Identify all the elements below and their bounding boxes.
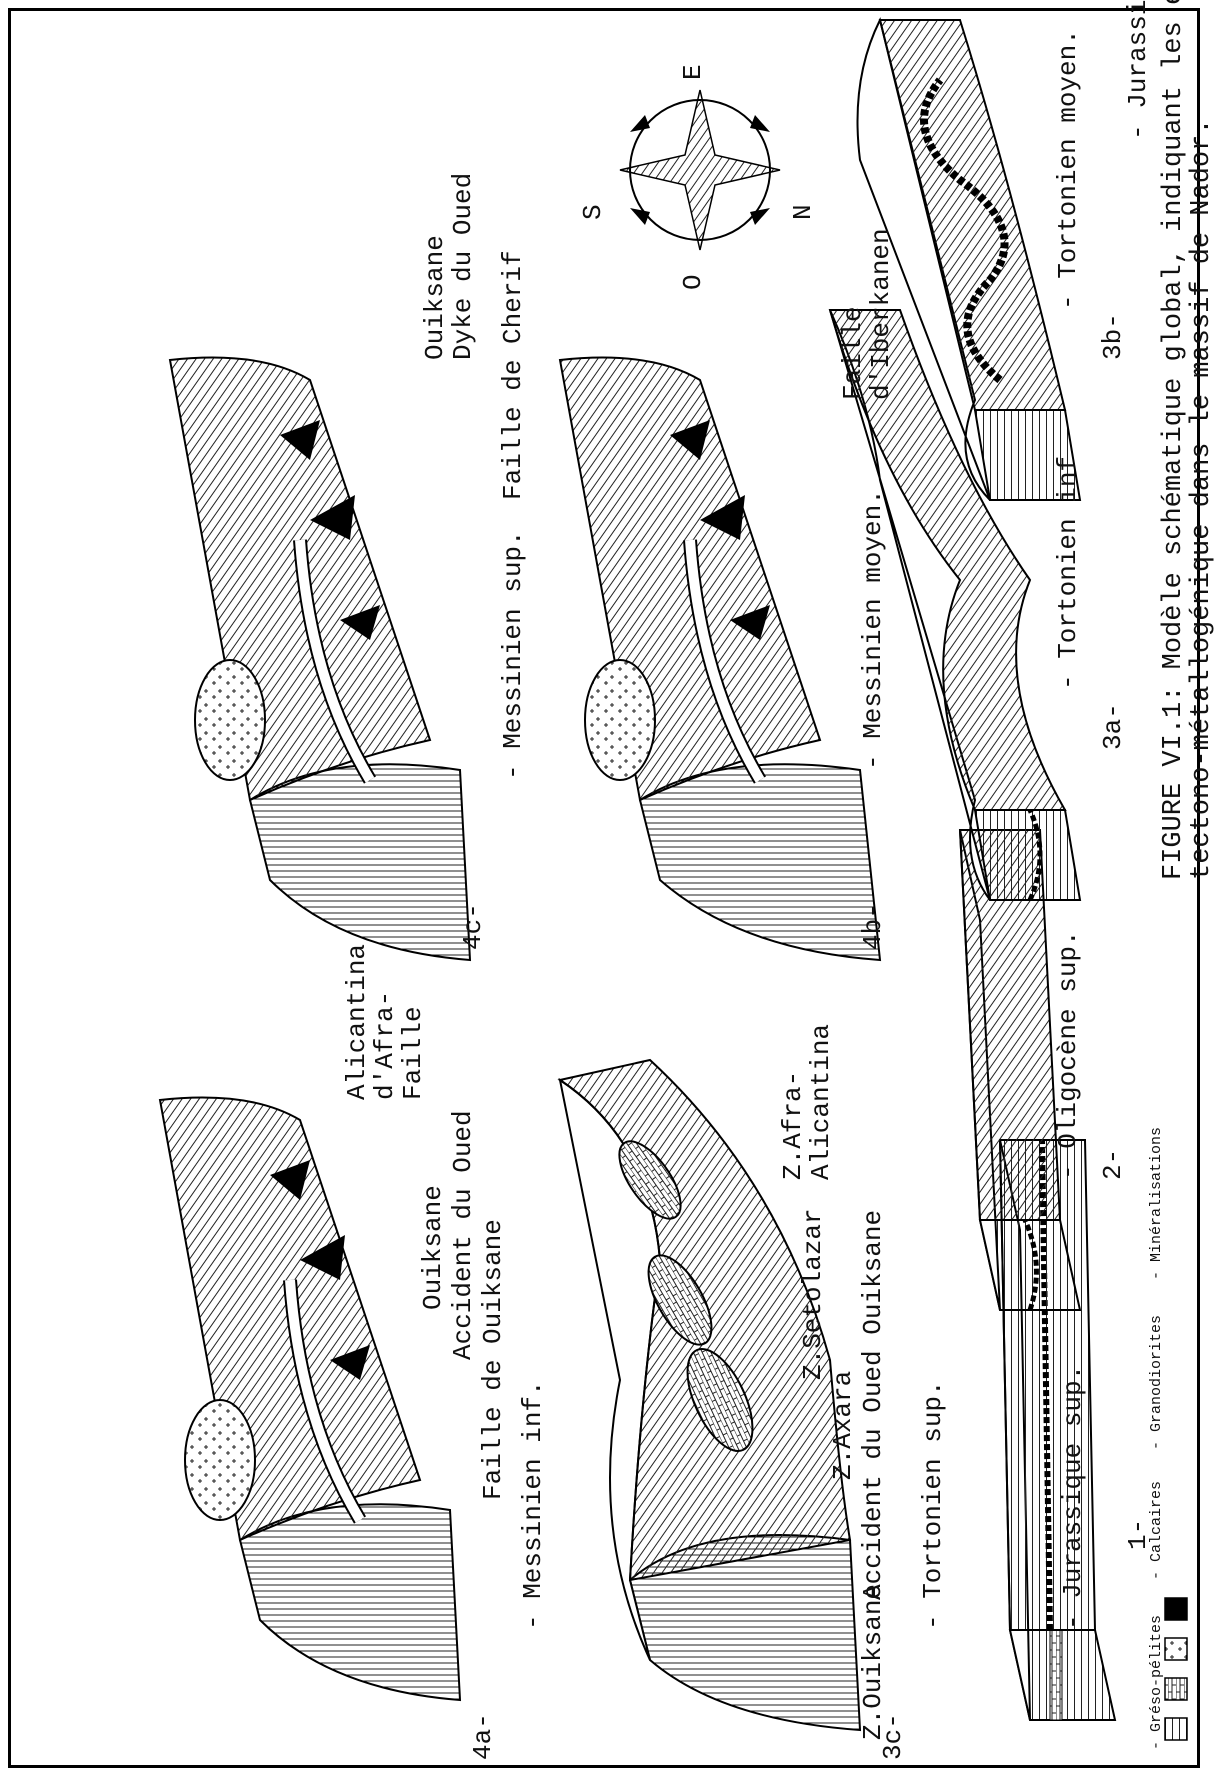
panel-4b-number: 4b- bbox=[858, 903, 888, 950]
figure-caption-line2: tectono-métallogénique dans le massif de… bbox=[1187, 118, 1214, 880]
annotation-accident-oued-2: Ouiksane bbox=[418, 1185, 448, 1310]
annotation-z-ouiksane: Z.Ouiksane bbox=[858, 1584, 888, 1740]
block-diagram-messinien-sup bbox=[170, 358, 470, 961]
panel-1-period: - Jurassique sup. bbox=[1123, 0, 1153, 140]
panel-4c-period: - Messinien sup. bbox=[498, 530, 528, 780]
panel-4a-period: - Messinien inf. bbox=[518, 1380, 548, 1630]
annotation-z-axara: Z.Axara bbox=[828, 1371, 858, 1480]
panel-3a-period: - Tortonien inf bbox=[1053, 456, 1083, 690]
compass-south: S bbox=[578, 204, 608, 220]
block-diagram-messinien-inf bbox=[160, 1098, 460, 1701]
panel-2-number: 2- bbox=[1098, 1149, 1128, 1180]
panel-3c-period: - Tortonien sup. bbox=[918, 1380, 948, 1630]
panel-4b-period: - Messinien moyen. bbox=[858, 489, 888, 770]
annotation-faille-afra-3: Alicantina bbox=[342, 944, 372, 1100]
block-diagram-messinien-moyen bbox=[560, 358, 880, 961]
panel-3b-number: 3b- bbox=[1098, 313, 1128, 360]
legend-label-greso-pelites: - Gréso-pélites bbox=[1148, 1615, 1165, 1750]
panel-1-period-text: - Jurassique sup. bbox=[1058, 1365, 1088, 1630]
annotation-z-setolazar: Z.Setolazar bbox=[798, 1208, 828, 1380]
annotation-faille-ouiksane: Faille de Ouiksane bbox=[478, 1219, 508, 1500]
annotation-faille-afra-1: Faille bbox=[398, 1006, 428, 1100]
annotation-z-afra-1: Z.Afra- bbox=[778, 1071, 808, 1180]
compass-west: O bbox=[678, 274, 708, 290]
annotation-accident-oued-1: Accident du Oued bbox=[448, 1110, 478, 1360]
compass-north: N bbox=[788, 204, 818, 220]
compass-east: E bbox=[678, 64, 708, 80]
annotation-dyke-1: Dyke du Oued bbox=[448, 173, 478, 360]
legend-label-mineralisations: - Minéralisations bbox=[1148, 1127, 1165, 1280]
compass-rose-icon bbox=[620, 90, 780, 250]
legend-label-calcaires: - Calcaires bbox=[1148, 1481, 1165, 1580]
annotation-dyke-2: Ouiksane bbox=[420, 235, 450, 360]
annotation-z-afra-2: Alicantina bbox=[806, 1024, 836, 1180]
panel-4c-number: 4c- bbox=[458, 903, 488, 950]
annotation-faille-cherif: Faille de Cherif bbox=[498, 250, 528, 500]
panel-3b-period: - Tortonien moyen. bbox=[1053, 29, 1083, 310]
panel-2-period: - Oligocène sup. bbox=[1053, 930, 1083, 1180]
annotation-faille-iberkanen-1: Faille bbox=[838, 306, 868, 400]
annotation-faille-afra-2: d'Afra- bbox=[370, 991, 400, 1100]
panel-3a-number: 3a- bbox=[1098, 703, 1128, 750]
annotation-accident-oued-ouiksane: Accident du Oued Ouiksane bbox=[858, 1210, 888, 1600]
annotation-faille-iberkanen-2: d'Iberkanen bbox=[866, 228, 896, 400]
panel-4a-number: 4a- bbox=[468, 1713, 498, 1760]
legend-swatches bbox=[1165, 1598, 1187, 1740]
figure-caption-line1: FIGURE VI.1: Modèle schématique global, … bbox=[1159, 0, 1189, 880]
legend-label-granodiorites: - Granodiorites bbox=[1148, 1315, 1165, 1450]
